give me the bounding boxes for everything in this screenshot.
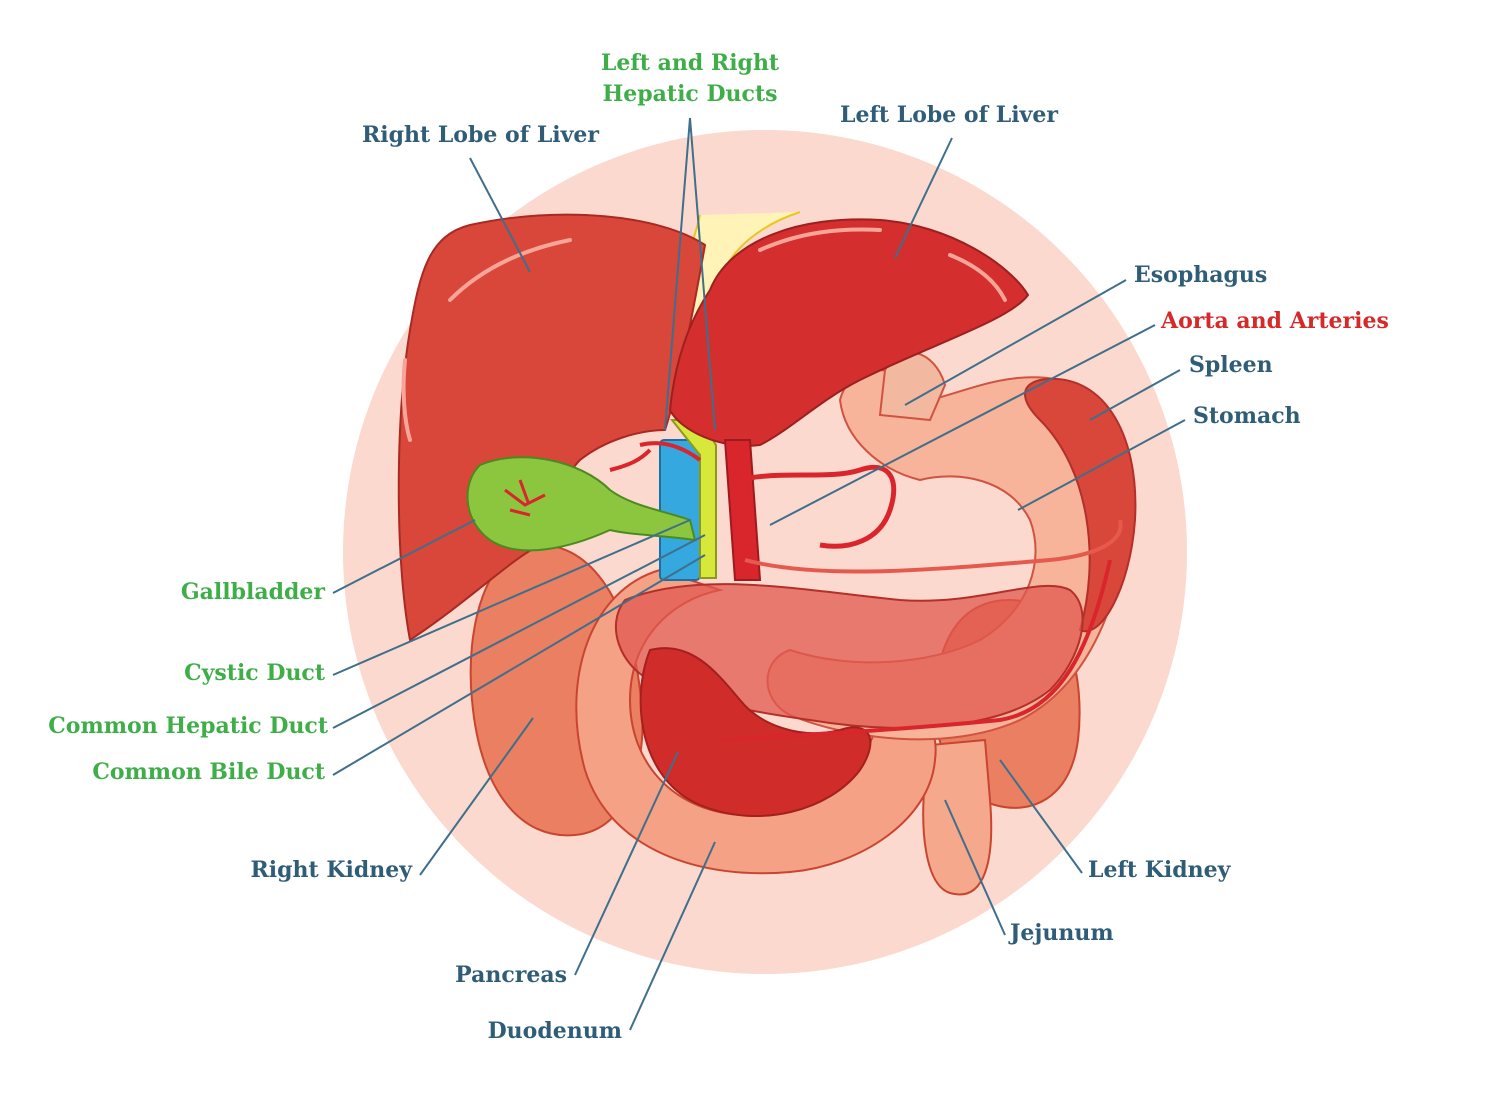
label-left-lobe: Left Lobe of Liver (840, 102, 1058, 128)
jejunum (922, 738, 993, 896)
leader-left-kidney (999, 759, 1083, 874)
leader-cystic-duct (332, 519, 691, 676)
portal-vein (659, 439, 701, 581)
label-spleen: Spleen (1189, 352, 1273, 378)
liver-highlight (448, 238, 572, 302)
label-common-hepatic-duct: Common Hepatic Duct (48, 713, 328, 739)
leader-stomach (1017, 419, 1186, 511)
leader-gallbladder (332, 519, 476, 594)
label-duodenum: Duodenum (487, 1018, 622, 1044)
left-lobe-of-liver (668, 218, 1030, 447)
artery (504, 479, 546, 517)
label-hepatic-ducts-line2: Hepatic Ducts (602, 81, 778, 107)
leader-esophagus (904, 279, 1127, 406)
label-hepatic-ducts-line1: Left and Right (600, 50, 780, 76)
leader-lines (332, 117, 1186, 1031)
label-right-kidney: Right Kidney (250, 857, 412, 883)
label-esophagus: Esophagus (1134, 262, 1268, 288)
aorta (723, 439, 762, 581)
leader-right-kidney (419, 717, 534, 876)
label-cystic-duct: Cystic Duct (184, 660, 325, 686)
label-hepatic-ducts: Left and Right Hepatic Ducts (580, 48, 800, 110)
leader-jejunum (944, 799, 1006, 936)
label-left-kidney: Left Kidney (1088, 857, 1231, 883)
label-right-lobe: Right Lobe of Liver (362, 122, 600, 148)
leader-left-lobe (894, 137, 953, 259)
leader-hepatic-left (664, 117, 691, 431)
label-pancreas: Pancreas (455, 962, 567, 988)
label-common-bile-duct: Common Bile Duct (92, 759, 325, 785)
artery (744, 519, 1123, 574)
leader-right-lobe (469, 157, 531, 273)
artery (739, 464, 897, 549)
label-gallbladder: Gallbladder (180, 579, 325, 605)
artery (609, 441, 702, 472)
liver-highlight (948, 253, 1007, 302)
leader-aorta (769, 324, 1156, 526)
liver-highlight (758, 227, 882, 252)
leader-common-hepatic-duct (332, 534, 706, 729)
leader-spleen (1089, 369, 1181, 421)
leader-hepatic-right (689, 117, 716, 431)
leader-duodenum (629, 841, 716, 1031)
label-aorta: Aorta and Arteries (1161, 308, 1389, 334)
artery (719, 559, 1112, 742)
label-jejunum: Jejunum (1010, 920, 1114, 946)
liver-highlight (401, 358, 412, 442)
label-stomach: Stomach (1193, 403, 1301, 429)
pancreas-head (639, 647, 872, 817)
leader-common-bile-duct (332, 554, 706, 776)
leader-pancreas (574, 751, 679, 976)
